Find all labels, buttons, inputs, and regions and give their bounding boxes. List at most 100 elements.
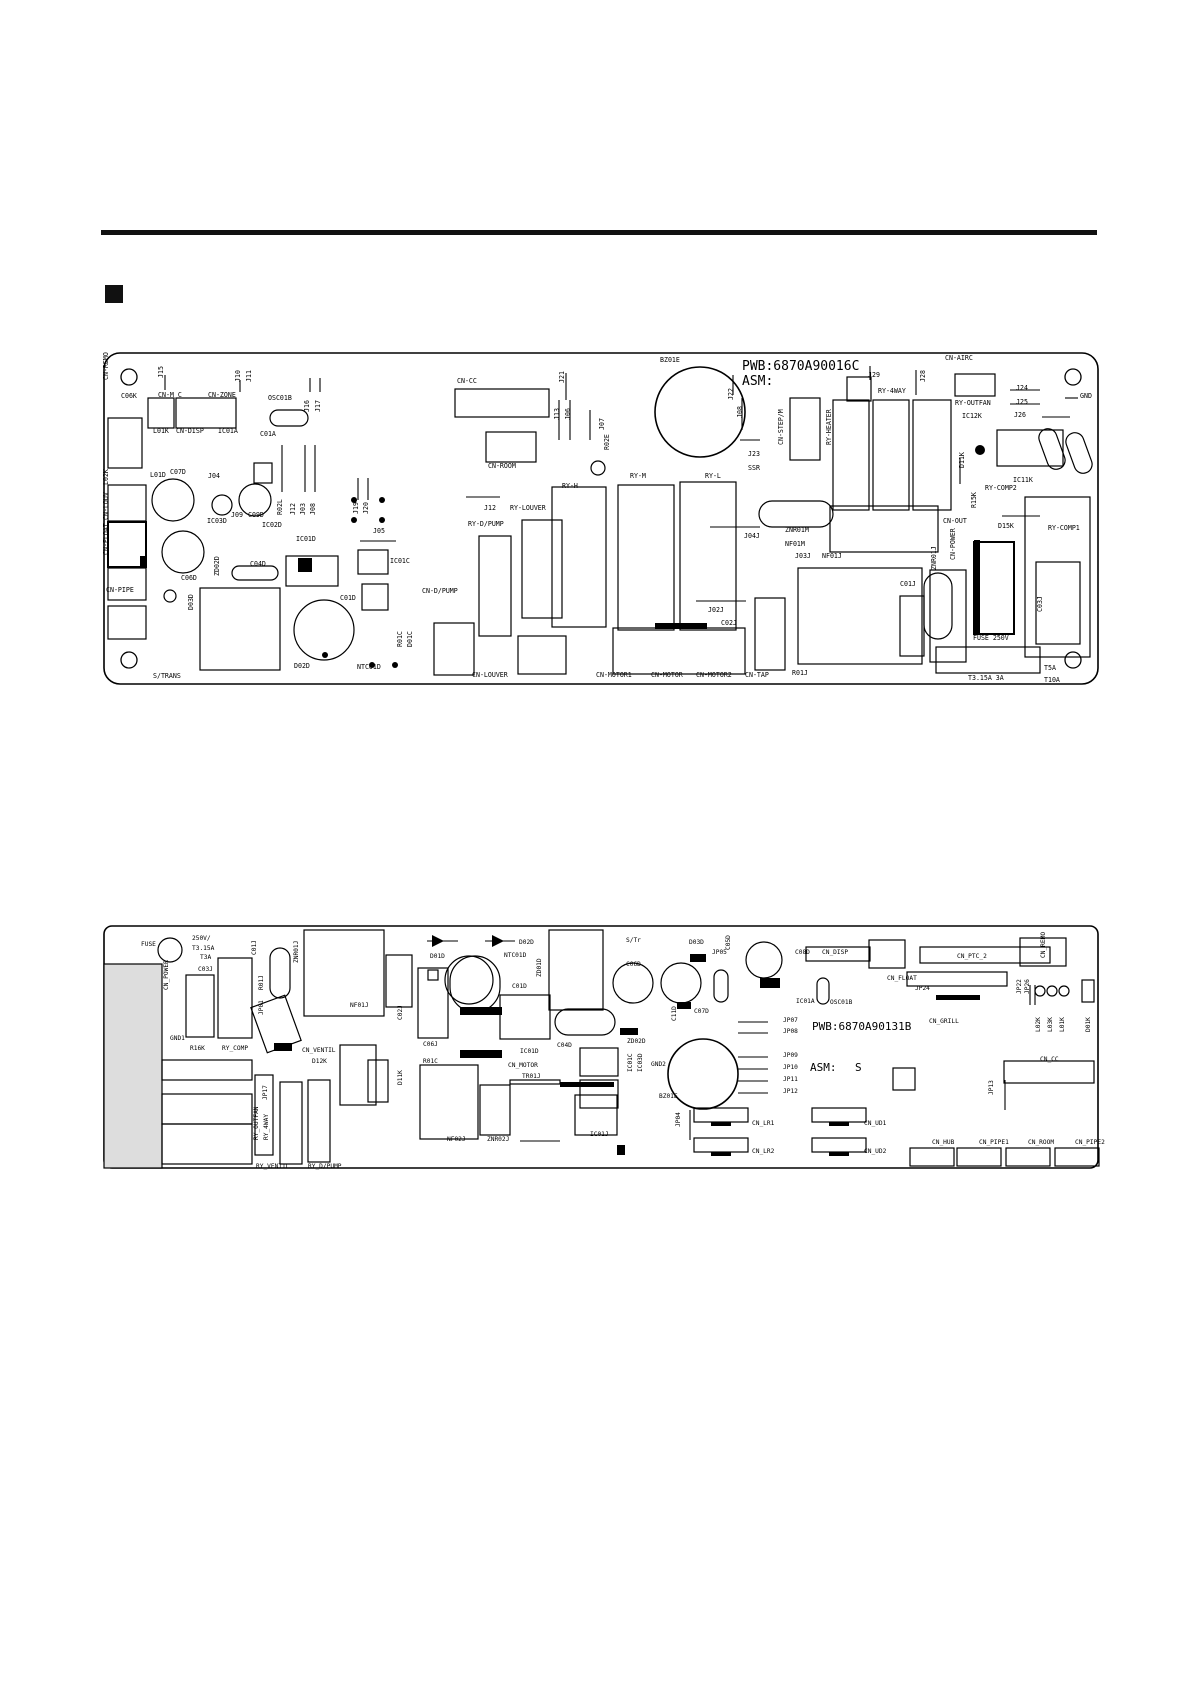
component-label: JP04 (675, 1112, 682, 1127)
component-label: C06D (181, 574, 197, 582)
component-label: J21 (558, 371, 566, 383)
component-label: RY-H (562, 482, 578, 490)
component-label: RY-L (705, 472, 721, 480)
component-label: T3.15A 3A (968, 674, 1004, 682)
component-label: GND (1080, 392, 1092, 400)
component-label: GND2 (651, 1061, 666, 1068)
component-label: CN-LOUVER (472, 671, 508, 679)
component-label: J02J (708, 606, 724, 614)
component-label: CN-ROOM (488, 462, 516, 470)
component-label: L01K (153, 427, 169, 435)
component-label: R02L (276, 499, 284, 515)
component-label: T10A (1044, 676, 1060, 684)
component-label: IC11K (1013, 476, 1033, 484)
component-label: CN-FLOAT (102, 523, 110, 555)
component-label: R01J (792, 669, 808, 677)
component-label: J12 (289, 503, 297, 515)
component-label: CN-D/PUMP (422, 587, 458, 595)
component-label: J10 (234, 370, 242, 382)
component-label: J13 (553, 408, 561, 420)
component-label: CN-TAP (745, 671, 769, 679)
component-label: CN-M C (158, 391, 182, 399)
pcb-board-2 (103, 925, 1100, 1169)
component-label: JP05 (712, 949, 727, 956)
board2-pwb-label: PWB:6870A90131B (812, 1020, 912, 1033)
component-label: C03J (198, 966, 213, 973)
component-label: CN_VENTIL (302, 1047, 336, 1054)
component-label: JP26 (1024, 979, 1031, 994)
component-label: C03J (1036, 596, 1044, 612)
component-label: CN_FLOAT (887, 975, 917, 982)
component-label: FUSE 250V (973, 634, 1009, 642)
component-label: JP01 (258, 1000, 265, 1015)
component-label: J03J (795, 552, 811, 560)
component-label: CN-PIPE (106, 586, 134, 594)
component-label: C02J (721, 619, 737, 627)
component-label: NF01J (822, 552, 842, 560)
component-label: RY-D/PUMP (468, 520, 504, 528)
component-label: RY_VENTIL (256, 1163, 290, 1170)
component-label: RY_D/PUMP (308, 1163, 342, 1170)
component-label: RY-M (630, 472, 646, 480)
component-label: T3A (200, 954, 211, 961)
component-label: CN_GRILL (929, 1018, 959, 1025)
component-label: IC01J (590, 1131, 609, 1138)
component-label: C04D (250, 560, 266, 568)
component-label: CN_PIPE1 (979, 1139, 1009, 1146)
component-label: CN-MOTOR1 (596, 671, 632, 679)
component-label: J09 (231, 511, 243, 519)
component-label: D12K (312, 1058, 327, 1065)
component-label: RY-4WAY (878, 387, 906, 395)
component-label: C01D (340, 594, 356, 602)
component-label: D02D (294, 662, 310, 670)
component-label: CN_PTC_2 (957, 953, 987, 960)
component-label: ZNR01J (930, 546, 938, 570)
component-label: FUSE (141, 941, 156, 948)
component-label: IC12K (962, 412, 982, 420)
component-label: JP07 (783, 1017, 798, 1024)
component-label: J04J (744, 532, 760, 540)
component-label: J17 (314, 400, 322, 412)
component-label: NTC01D (504, 952, 527, 959)
component-label: NF01J (350, 1002, 369, 1009)
component-label: J06 (564, 408, 572, 420)
component-label: J23 (748, 450, 760, 458)
component-label: NF01M (785, 540, 805, 548)
component-label: J11 (245, 370, 253, 382)
component-label: L02K (102, 469, 110, 485)
component-label: GND1 (170, 1035, 185, 1042)
component-label: IC01D (296, 535, 316, 543)
component-label: CN-OUT (943, 517, 967, 525)
component-label: CN-MOTOR (651, 671, 683, 679)
component-label: JP10 (783, 1064, 798, 1071)
component-label: RY-HEATER (825, 409, 833, 445)
component-label: C09D (248, 511, 264, 519)
component-label: BZ01E (660, 356, 680, 364)
component-label: ZD02D (627, 1038, 646, 1045)
component-label: C07D (170, 468, 186, 476)
component-label: R15K (970, 492, 978, 508)
component-label: D03D (689, 939, 704, 946)
component-label: CN-ZONE (208, 391, 236, 399)
component-label: ZNR02J (487, 1136, 509, 1143)
component-label: R01C (396, 631, 404, 647)
component-label: R01J (258, 975, 265, 990)
component-label: C04D (557, 1042, 572, 1049)
component-label: T5A (1044, 664, 1056, 672)
component-label: C06K (121, 392, 137, 400)
board1-pwb-label: PWB:6870A90016C (742, 359, 859, 374)
component-label: J04 (208, 472, 220, 480)
component-label: JP11 (783, 1076, 798, 1083)
component-label: J15 (157, 366, 165, 378)
board2-asm-value: S (855, 1061, 862, 1074)
component-label: J08 (736, 406, 744, 418)
board1-asm-label: ASM: (742, 374, 773, 389)
component-label: CN_HUB (932, 1139, 955, 1146)
component-label: JP22 (1016, 979, 1023, 994)
component-label: J12 (484, 504, 496, 512)
component-label: D02D (519, 939, 534, 946)
component-label: R16K (190, 1045, 205, 1052)
component-label: ZNR01M (785, 526, 809, 534)
